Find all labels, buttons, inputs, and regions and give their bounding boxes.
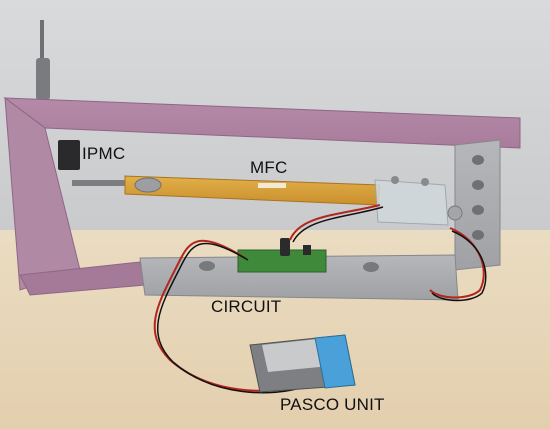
post-hole — [472, 180, 484, 190]
ipmc-clamp — [58, 140, 80, 170]
wire-right — [431, 230, 487, 302]
clamp-screw — [421, 178, 429, 186]
label-pasco-unit: PASCO UNIT — [280, 395, 385, 414]
post-hole — [472, 230, 484, 240]
post-hole — [472, 205, 484, 215]
wire-circuit-left — [157, 242, 304, 394]
mfc-disk — [134, 177, 162, 193]
label-ipmc: IPMC — [82, 144, 126, 163]
base-hole — [199, 261, 215, 271]
label-mfc: MFC — [250, 158, 288, 177]
label-circuit: CIRCUIT — [211, 297, 282, 316]
clamp-screw — [391, 176, 399, 184]
mfc-label-patch — [258, 183, 286, 188]
pasco-blue-cap — [314, 334, 356, 389]
rod — [40, 20, 44, 65]
component — [303, 245, 311, 255]
wire-circuit-left — [153, 239, 301, 392]
post-hole — [472, 155, 484, 165]
wire-mfc-to-circuit — [289, 204, 381, 241]
capacitor — [280, 238, 290, 256]
clamp-knob — [447, 205, 463, 221]
rod-clamp — [36, 58, 50, 100]
wire-mfc-to-circuit — [292, 206, 384, 243]
acrylic-clamp — [374, 179, 449, 226]
base-hole — [363, 262, 379, 272]
ipmc-strip — [72, 180, 127, 186]
